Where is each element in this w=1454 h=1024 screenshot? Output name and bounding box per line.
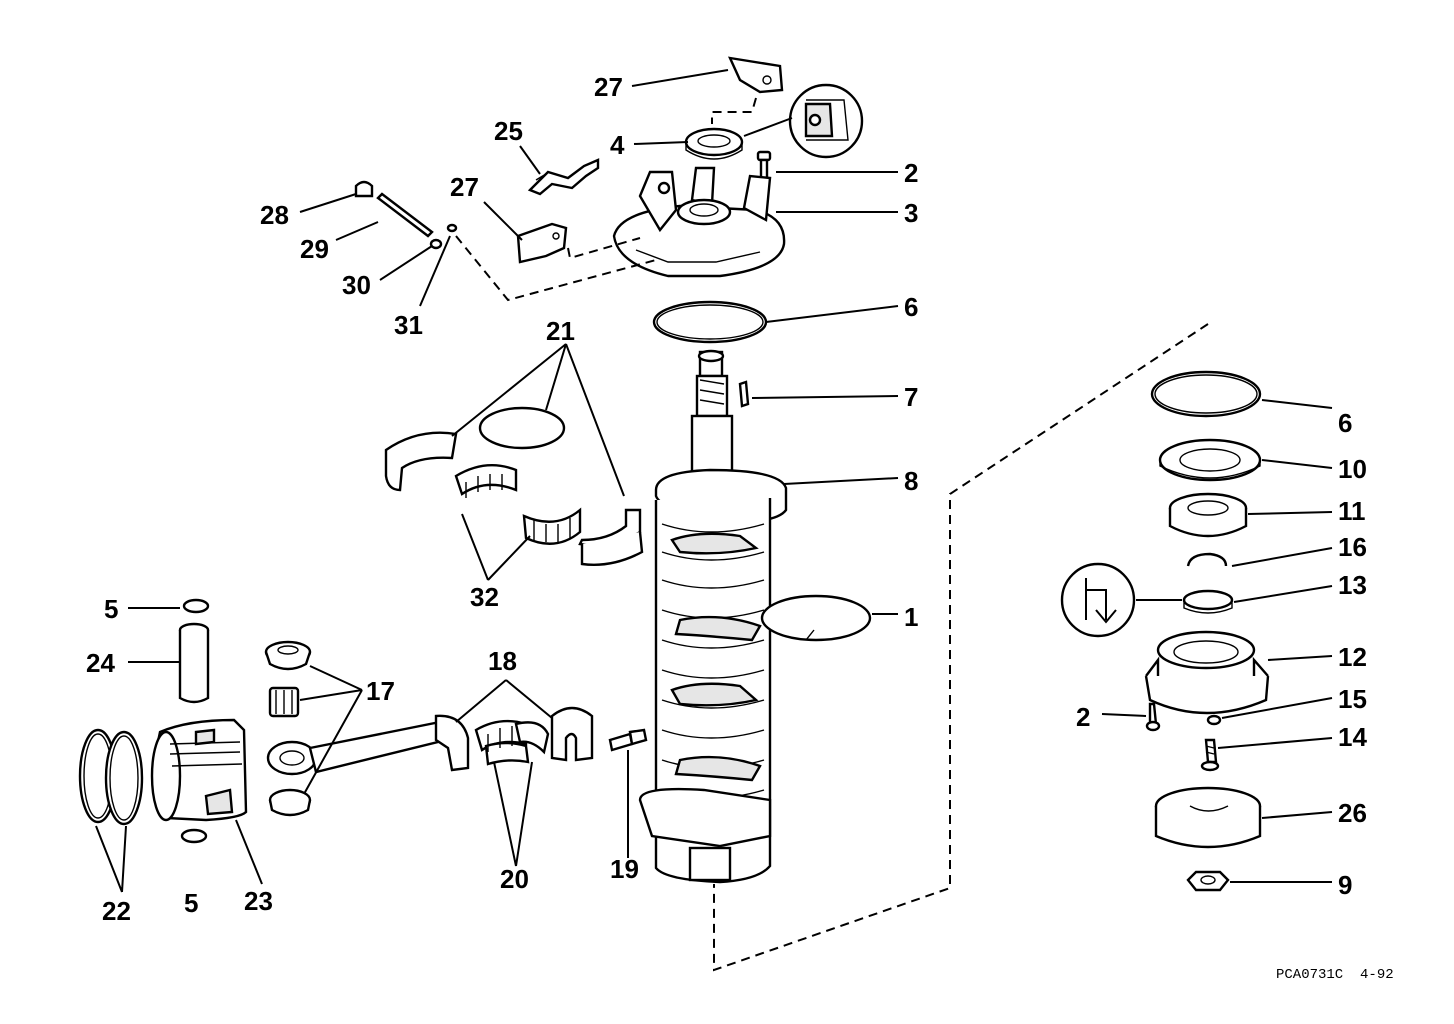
label-14: 14 (1338, 722, 1367, 752)
clip-25 (527, 158, 600, 196)
washer-30 (429, 238, 443, 250)
washer-31 (446, 223, 458, 233)
bearing-21 (384, 406, 644, 566)
label-3: 3 (904, 198, 918, 228)
upper-bearing-housing-3 (612, 166, 786, 278)
label-30: 30 (342, 270, 371, 300)
label-9: 9 (1338, 870, 1352, 900)
piston-rings-22 (78, 728, 144, 826)
label-22: 22 (102, 896, 131, 926)
label-27-lower: 27 (450, 172, 479, 202)
label-31: 31 (394, 310, 423, 340)
connecting-rod (266, 714, 470, 776)
lower-bearing-housing-12 (1144, 630, 1270, 715)
retainer-5-bottom (180, 828, 208, 844)
bracket-27-top (727, 56, 784, 94)
snap-ring-16 (1186, 552, 1228, 567)
retainer-5-top (182, 598, 210, 614)
screw-2-right (1145, 702, 1161, 732)
label-13: 13 (1338, 570, 1367, 600)
bearing-17 (264, 640, 312, 817)
piston-23 (150, 718, 248, 822)
label-6-top: 6 (904, 292, 918, 322)
cap-26 (1154, 786, 1262, 849)
label-8: 8 (904, 466, 918, 496)
label-23: 23 (244, 886, 273, 916)
label-16: 16 (1338, 532, 1367, 562)
o-ring-6-right (1150, 370, 1262, 418)
label-2-right: 2 (1076, 702, 1090, 732)
label-20: 20 (500, 864, 529, 894)
label-18: 18 (488, 646, 517, 676)
cap-28 (354, 180, 374, 198)
label-29: 29 (300, 234, 329, 264)
piston-pin-24 (178, 622, 210, 704)
nut-9 (1186, 870, 1230, 892)
bearing-11 (1168, 492, 1248, 538)
ring-1 (760, 594, 872, 642)
label-19: 19 (610, 854, 639, 884)
leader-lines (95, 69, 1333, 893)
screw-19 (608, 728, 648, 752)
label-12: 12 (1338, 642, 1367, 672)
label-5-bottom: 5 (184, 888, 198, 918)
plate-10 (1158, 438, 1262, 482)
label-4: 4 (610, 130, 625, 160)
label-1: 1 (904, 602, 918, 632)
label-17: 17 (366, 676, 395, 706)
crankshaft-8 (638, 349, 788, 884)
needle-cage-20 (474, 719, 550, 766)
label-26: 26 (1338, 798, 1367, 828)
o-ring-6-top (652, 300, 768, 344)
needle-cage-32 (454, 464, 582, 545)
sealant-tube-icon (788, 83, 864, 159)
washer-15 (1206, 714, 1222, 726)
label-2-top: 2 (904, 158, 918, 188)
label-5-top: 5 (104, 594, 118, 624)
label-27-top: 27 (594, 72, 623, 102)
bracket-27-lower (516, 222, 568, 264)
screw-14 (1200, 738, 1220, 772)
label-25: 25 (494, 116, 523, 146)
rod-29 (376, 192, 434, 238)
seal-4 (684, 127, 744, 160)
label-21: 21 (546, 316, 575, 346)
grease-fork-icon (1060, 562, 1136, 638)
key-7 (738, 380, 750, 408)
label-11: 11 (1338, 496, 1366, 526)
rod-cap-18 (550, 706, 594, 762)
label-28: 28 (260, 200, 289, 230)
label-24: 24 (86, 648, 115, 678)
label-15: 15 (1338, 684, 1367, 714)
drawing-code: PCA0731C 4-92 (1276, 967, 1394, 983)
label-10: 10 (1338, 454, 1367, 484)
label-6-right: 6 (1338, 408, 1352, 438)
seal-13 (1182, 589, 1234, 614)
label-32: 32 (470, 582, 499, 612)
label-7: 7 (904, 382, 918, 412)
